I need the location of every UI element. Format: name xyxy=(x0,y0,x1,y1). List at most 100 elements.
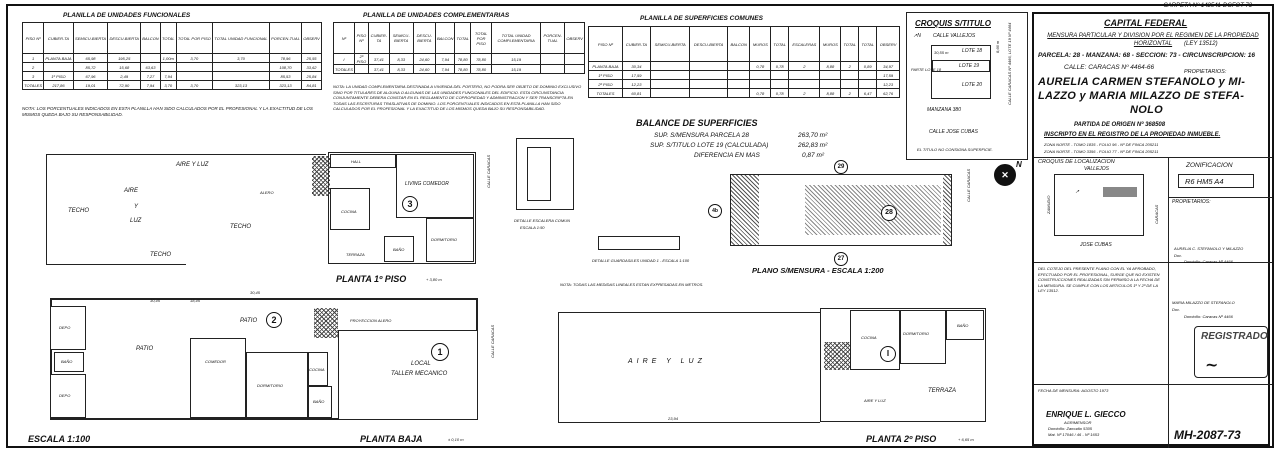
mensura-hatch xyxy=(943,175,951,245)
cell: 0,78 xyxy=(749,88,772,98)
cell: 8,33 xyxy=(388,53,414,65)
planta-baja-cota: ± 0,10 m xyxy=(448,437,464,442)
cell: 2º PISO xyxy=(588,79,623,89)
plan-line xyxy=(46,264,186,265)
cell: 7,27 xyxy=(140,71,161,81)
room-label: AIRE Y LUZ xyxy=(864,398,886,403)
signature-mark: ~ xyxy=(1205,355,1219,374)
title-capital: CAPITAL FEDERAL xyxy=(1104,18,1188,28)
mensura-hatch xyxy=(805,185,941,235)
room-cocina: COCINA xyxy=(308,352,328,386)
table-complementarias-title: PLANILLA DE UNIDADES COMPLEMENTARIAS xyxy=(363,12,510,19)
cell: 7,94 xyxy=(434,53,456,65)
cell xyxy=(749,79,772,89)
cell: 78,80 xyxy=(469,53,493,65)
cell: 17,59 xyxy=(876,70,900,80)
cell: 25,55 xyxy=(301,53,322,63)
cell: 2 xyxy=(788,61,821,71)
prop-dom: Domicilio: Caracas Nº 4466 xyxy=(1184,259,1233,264)
header-cell: PORCEN-TUAL xyxy=(268,22,303,54)
cell: 33,62 xyxy=(301,62,322,72)
title-matricula: Mat. Nº 17046 / 46 - Nº 1653 xyxy=(1048,432,1100,437)
cell: 34,97 xyxy=(876,61,900,71)
title-zona: ZONA NORTE - TOMO 3356 - FOLIO 77 - Nº D… xyxy=(1044,149,1159,154)
cell xyxy=(726,61,751,71)
header-cell: TOTAL POR PISO xyxy=(175,22,214,54)
loc-calle: VALLEJOS xyxy=(1084,166,1110,172)
room-label: Y xyxy=(134,204,139,210)
header-cell: BALCON xyxy=(140,22,161,54)
unit-1-local: LOCAL TALLER MECANICO 1 xyxy=(338,330,478,420)
cell: 24,60 xyxy=(412,53,436,65)
cell: I xyxy=(333,53,355,65)
escalera-hatch xyxy=(312,156,330,196)
loc-calle: JOSE CUBAS xyxy=(1080,242,1112,248)
croquis-calle-bottom: CALLE JOSE CUBAS xyxy=(929,129,978,135)
cell: 1º PISO xyxy=(588,70,623,80)
header-cell: SEMICU-BIERTA xyxy=(649,26,691,62)
table-row: 2º PISO 12,23 12,23 xyxy=(588,79,900,89)
cell: 0,78 xyxy=(749,61,772,71)
divider xyxy=(1034,157,1272,158)
cell: 67,96 xyxy=(72,71,109,81)
prop-dom: Domicilio: Caracas Nº 4466 xyxy=(1184,314,1233,319)
balance-value: 0,87 m² xyxy=(802,152,825,159)
carpeta-number: CARPETA Nº 142541-DGFOT-73 xyxy=(1163,3,1252,9)
cell: 60,81 xyxy=(621,88,651,98)
header-cell: TOTAL xyxy=(770,26,790,62)
escalera-label: DETALLE ESCALERA COMUN xyxy=(514,218,571,223)
cell xyxy=(649,70,691,80)
cell: TOTALES xyxy=(21,80,45,90)
room-label: LIVING COMEDOR xyxy=(405,181,449,187)
dim-label: 30,45 xyxy=(250,290,261,295)
header-cell: PISO Nº xyxy=(21,22,45,54)
title-cotejo: DEL COTEJO DEL PRESENTE PLANO CON EL YA … xyxy=(1038,266,1160,293)
detalle-escalera xyxy=(516,138,574,210)
calle-caracas-label: CALLE CARACAS xyxy=(966,168,971,202)
cell: 65,98 xyxy=(72,53,109,63)
title-inscripto: INSCRIPTO EN EL REGISTRO DE LA PROPIEDAD… xyxy=(1044,132,1221,138)
cell xyxy=(43,62,74,72)
cell: 12,23 xyxy=(876,79,900,89)
cell: 3,70 xyxy=(212,53,270,63)
room-label: ALERO xyxy=(260,190,274,195)
cell: 84,81 xyxy=(301,80,322,90)
cell xyxy=(726,70,751,80)
calle-caracas-label: CALLE CARACAS xyxy=(486,154,491,188)
cell: 6,47 xyxy=(858,88,878,98)
cell: 7,94 xyxy=(140,80,161,90)
croquis-manzana: MANZANA 380 xyxy=(927,107,961,113)
cell xyxy=(858,79,878,89)
table-funcionales-note: NOTA: LOS PORCENTUALES INDICADOS EN ESTA… xyxy=(22,106,313,117)
cell: 85,72 xyxy=(72,62,109,72)
cell xyxy=(564,53,585,65)
title-propietarios2: PROPIETARIOS: xyxy=(1172,199,1211,205)
divider xyxy=(1034,384,1272,385)
table-row: 1º PISO 17,59 17,59 xyxy=(588,70,900,80)
planta-baja-title: PLANTA BAJA xyxy=(360,434,423,444)
plan-sheet: CARPETA Nº 142541-DGFOT-73 PLANILLA DE U… xyxy=(6,3,1274,448)
divider xyxy=(1034,262,1272,263)
room-label: PATIO xyxy=(136,346,154,352)
escalera-hatch xyxy=(314,308,338,338)
cell: 25,84 xyxy=(301,71,322,81)
divider xyxy=(1168,384,1169,448)
room-label: LOCAL xyxy=(411,361,431,367)
escalera-shape xyxy=(527,147,551,201)
title-tipo: MENSURA PARTICULAR Y DIVISION POR EL REG… xyxy=(1047,33,1259,47)
table-totals-row: TOTALES 37,41 8,33 24,60 7,94 78,80 78,8… xyxy=(333,64,585,74)
escalera-hatch xyxy=(824,342,850,370)
cell: 63,63 xyxy=(140,62,161,72)
header-cell: PISO Nº xyxy=(353,22,369,54)
room-label: LUZ xyxy=(130,218,142,224)
cell: 37,41 xyxy=(367,53,390,65)
stamp-text: REGISTRADO xyxy=(1201,331,1268,342)
header-cell: MUROS xyxy=(819,26,842,62)
header-cell: TOTAL xyxy=(454,22,471,54)
loc-block: ↗ xyxy=(1054,174,1144,236)
cell: 108,70 xyxy=(268,62,303,72)
cell: 15,19 xyxy=(491,53,541,65)
room-label: COCINA xyxy=(341,209,357,214)
title-fecha: FECHA DE MENSURA: AGOSTO 1973 xyxy=(1038,388,1109,393)
room-label: BAÑO xyxy=(61,359,73,364)
